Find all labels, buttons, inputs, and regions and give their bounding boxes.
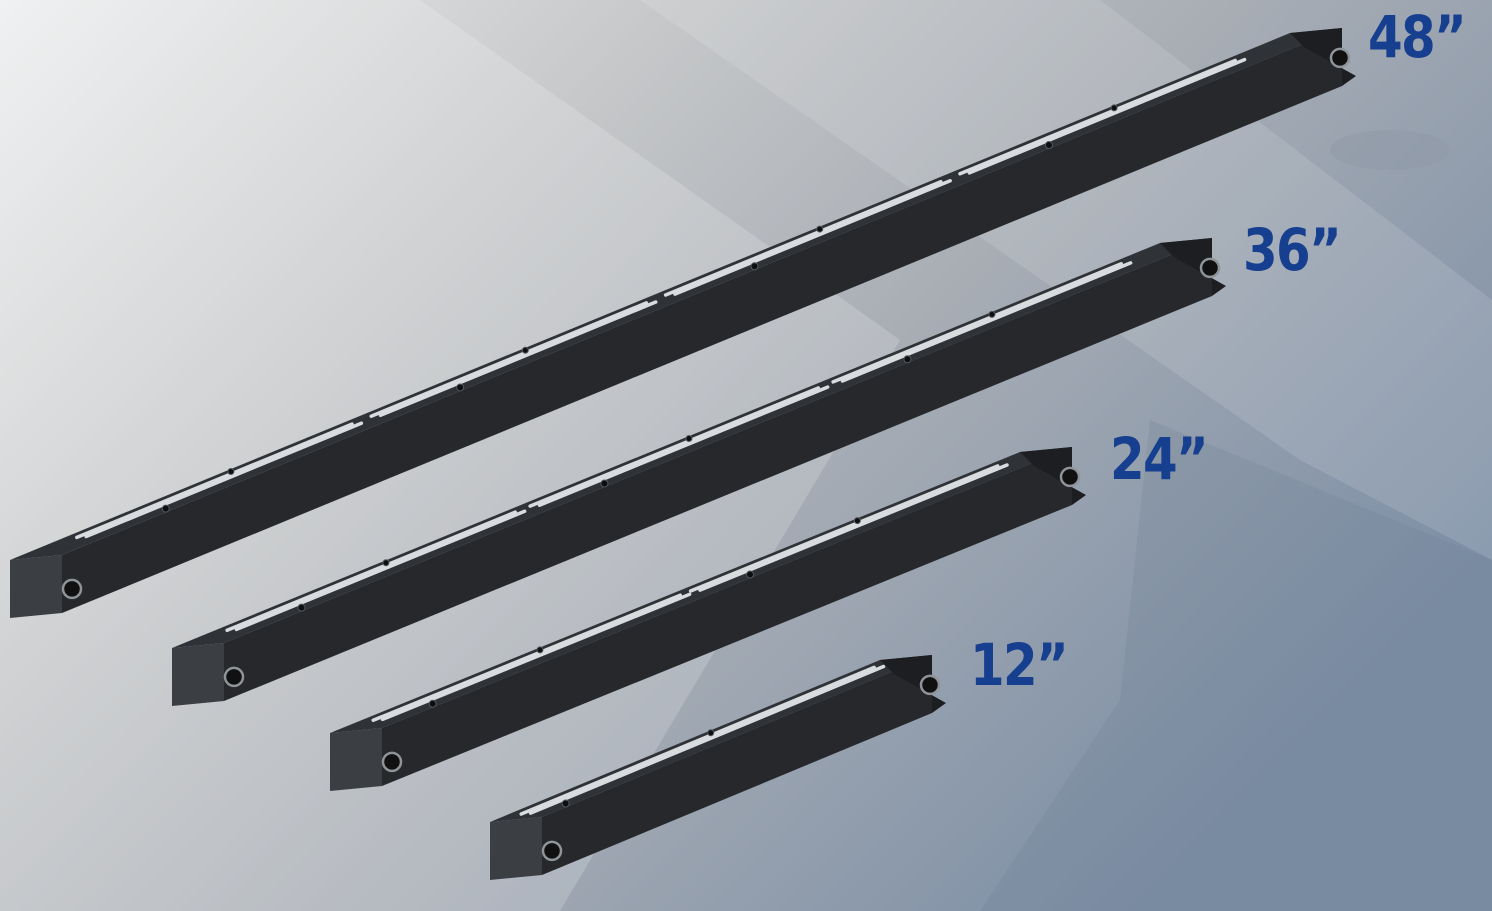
bar-36-screw-2 <box>600 479 609 488</box>
bar-24-slot-2-2 <box>698 463 1009 592</box>
size-label-36: 36” <box>1243 216 1342 284</box>
bar-36-screw-b-1 <box>382 559 390 567</box>
bar-36-right-end <box>1160 238 1226 296</box>
bar-36-port-right <box>1199 257 1221 279</box>
size-label-24: 24” <box>1110 425 1209 493</box>
bar-24-port-left <box>381 751 403 773</box>
bar-48-screw-b-3 <box>816 225 824 233</box>
bar-24-slot-2-1 <box>688 464 1000 593</box>
bar-24-port-right <box>1059 466 1081 488</box>
bar-48-screw-4 <box>1044 141 1053 150</box>
bar-36-slot-2-1 <box>528 386 821 508</box>
bar-36-end-face <box>172 643 224 706</box>
bar-48-screw-b-1 <box>227 468 235 476</box>
bar-48 <box>10 28 1356 618</box>
bar-36-slot-1-1 <box>225 510 518 633</box>
bar-36-screw-1 <box>297 603 306 612</box>
bar-36-port-left <box>223 666 245 688</box>
bar-48-slot-1-1 <box>75 422 354 540</box>
bar-24-screw-b-1 <box>536 646 544 654</box>
bar-48-screw-b-2 <box>521 346 529 354</box>
bar-48-end-face <box>10 555 62 618</box>
bar-48-side-face <box>62 28 1342 613</box>
bar-48-slot-3-1 <box>663 179 943 297</box>
bar-36-slot-1-2 <box>234 509 527 632</box>
bar-12-screw-b-1 <box>707 729 715 737</box>
bar-48-port-right <box>1329 47 1351 69</box>
background-shadow <box>980 420 1492 911</box>
bar-24-end-face <box>330 728 382 791</box>
bar-48-screw-3 <box>750 262 759 271</box>
bar-36-slot-3-1 <box>831 262 1124 384</box>
bar-12-slot-1-1 <box>519 665 876 816</box>
bar-48-slot-4-2 <box>967 57 1247 175</box>
bar-24-screw-1 <box>428 699 437 708</box>
bar-36 <box>172 238 1226 706</box>
bar-48-slot-4-1 <box>958 58 1237 176</box>
bar-24-right-end <box>1020 447 1086 505</box>
bar-12-end-face <box>490 817 542 880</box>
bar-24-slot-1-2 <box>380 592 692 722</box>
bar-12-port-left <box>541 840 563 862</box>
bar-36-slot-3-2 <box>840 261 1133 383</box>
size-label-12: 12” <box>970 631 1069 699</box>
bar-48-slot-2-1 <box>369 301 649 418</box>
bar-12-right-end <box>880 655 946 713</box>
bar-48-screw-b-4 <box>1110 104 1118 112</box>
bar-24 <box>330 447 1086 791</box>
bar-48-right-end <box>1290 28 1356 86</box>
bar-12-screw-1 <box>561 799 570 808</box>
bar-12-side-face <box>542 655 932 875</box>
bar-36-side-face <box>224 238 1212 701</box>
background-recess <box>1330 130 1450 170</box>
background-highlight <box>640 0 1492 560</box>
bar-48-screw-2 <box>456 383 465 392</box>
bar-12 <box>490 655 946 880</box>
bar-24-screw-2 <box>746 570 755 579</box>
bar-12-port-right <box>919 674 941 696</box>
bar-36-slot-2-2 <box>537 385 830 507</box>
bar-24-slot-1-1 <box>371 593 682 723</box>
bar-48-port-left <box>61 578 83 600</box>
size-label-48: 48” <box>1368 3 1467 71</box>
bar-48-screw-1 <box>161 504 170 513</box>
bar-48-slot-2-2 <box>378 300 658 418</box>
bar-48-slot-3-2 <box>673 179 952 296</box>
bar-36-screw-b-3 <box>988 310 996 318</box>
bar-48-slot-1-2 <box>84 421 364 539</box>
bar-24-screw-b-2 <box>853 517 861 525</box>
bar-24-side-face <box>382 447 1072 786</box>
bar-12-slot-1-2 <box>528 664 886 815</box>
bar-36-screw-3 <box>903 355 912 364</box>
bar-36-screw-b-2 <box>685 435 693 443</box>
